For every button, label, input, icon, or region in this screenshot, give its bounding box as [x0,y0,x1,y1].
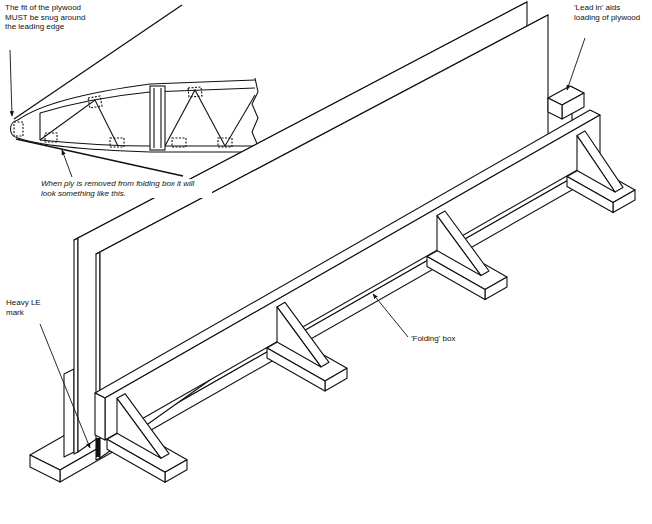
front-board-top [95,110,600,398]
front-board-face [105,115,600,440]
leader-line [40,324,90,448]
stand [107,394,187,483]
callout-label: The fit of the plywood MUST be snug arou… [4,3,90,32]
base-plank-end [30,455,60,482]
leader-line [10,50,12,116]
callout-label: Heavy LE mark [5,298,53,317]
sheet-edge [74,238,78,454]
spar [150,86,165,150]
leading-edge-block [14,122,23,136]
stand [427,211,507,300]
heavy-le-mark [96,438,100,457]
stand [267,302,347,391]
rib-post [39,113,40,140]
leader-line [373,294,408,337]
upper-skin [18,80,255,120]
gussets [45,87,232,147]
leader-line [62,150,72,177]
callout-label: 'Lead in' aids loading of plywood [573,3,647,22]
leader-line [567,38,585,90]
lower-skin [18,138,255,152]
spar-lines [154,88,161,148]
front-board-end [95,393,105,440]
callout-label: When ply is removed from folding box it … [40,179,212,198]
folding-box [30,2,635,482]
callout-label: 'Folding' box [410,334,482,344]
leader-lines [10,38,585,448]
stand [567,131,635,213]
left-block [64,369,74,457]
ply-lower [16,139,183,176]
upper-chord [40,88,255,113]
lead-in-end [548,98,562,119]
